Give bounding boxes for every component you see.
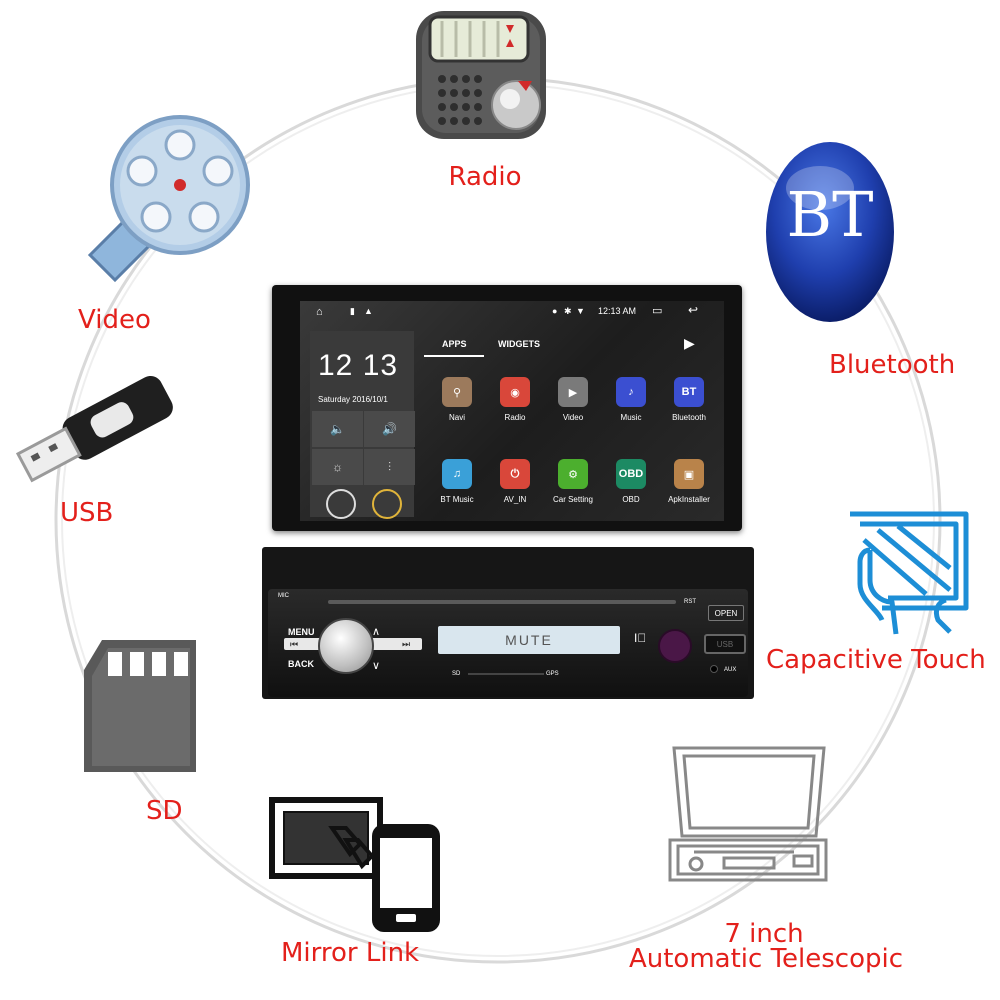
mic-label: MIC [278,593,289,599]
usb-port[interactable]: USB [704,634,746,654]
apps-grid-icon[interactable] [372,489,402,519]
play-store-icon[interactable]: ▶ [684,335,695,351]
back-nav-icon[interactable]: ↩ [688,303,699,317]
down-arrow-icon[interactable]: ∨ [372,660,381,672]
clock: 12 13 [318,349,399,382]
radio-app-icon: ◉ [500,377,530,407]
app-navi[interactable]: ⚲ Navi [436,377,478,422]
film-reel-icon [87,115,250,283]
aux-label: AUX [724,667,737,673]
chassis: MIC RST OPEN MENU BACK ⏮ ⏭ ∧ ∨ MUTE I⃣ U… [262,547,754,699]
touchscreen[interactable]: ⌂ ▮ ▲ ● ✱ ▼ 12:13 AM ▭ ↩ 12 13 Saturday … [300,301,724,521]
rst-label: RST [684,599,696,605]
app-video[interactable]: ▶ Video [552,377,594,422]
front-panel: MIC RST OPEN MENU BACK ⏮ ⏭ ∧ ∨ MUTE I⃣ U… [268,589,748,697]
status-time: 12:13 AM [598,306,637,316]
app-label: AV_IN [503,495,527,504]
usb-label: USB [60,498,114,528]
app-label: ApkInstaller [668,495,710,504]
bluetooth-label: Bluetooth [829,350,956,380]
app-car-setting[interactable]: ⚙ Car Setting [552,459,594,504]
car-mode-icon[interactable] [326,489,356,519]
radio-icon [416,11,546,139]
bt-badge-text: BT [786,178,874,251]
app-bluetooth[interactable]: BT Bluetooth [668,377,710,422]
video-label: Video [78,305,151,335]
brightness-icon[interactable]: ☼ [312,449,363,485]
volume-up-icon[interactable]: 🔊 [364,411,415,447]
ir-receiver [658,629,692,663]
app-apkinstaller[interactable]: ▣ ApkInstaller [668,459,710,504]
back-button[interactable]: BACK [288,659,314,669]
sd-card-icon [84,640,196,772]
screen-bezel: ⌂ ▮ ▲ ● ✱ ▼ 12:13 AM ▭ ↩ 12 13 Saturday … [272,285,742,531]
app-label: Music [620,413,642,422]
av-in-icon: ⏻ [500,459,530,489]
open-button[interactable]: OPEN [708,605,744,621]
signal-icon: ▼ [576,306,585,316]
app-label: Video [562,413,584,422]
video-app-icon: ▶ [558,377,588,407]
volume-down-icon[interactable]: 🔈 [312,411,363,447]
bluetooth-icon [766,142,894,322]
tab-widgets[interactable]: WIDGETS [498,339,540,349]
date: Saturday 2016/10/1 [318,395,388,404]
sd-label: SD [146,796,183,826]
gps-slot[interactable] [508,673,544,675]
apk-installer-icon: ▣ [674,459,704,489]
tab-indicator [424,355,484,357]
app-obd[interactable]: OBD OBD [610,459,652,504]
prev-track-icon[interactable]: ⏮ [290,639,299,649]
app-label: Navi [448,413,465,422]
app-label: OBD [622,495,640,504]
app-radio[interactable]: ◉ Radio [494,377,536,422]
car-head-unit: ⌂ ▮ ▲ ● ✱ ▼ 12:13 AM ▭ ↩ 12 13 Saturday … [262,285,754,703]
mirror-link-icon [269,797,440,932]
bluetooth-app-icon: BT [674,377,704,407]
bluetooth-status-icon: ✱ [564,306,572,316]
bt-music-icon: ♫ [442,459,472,489]
music-icon: ♪ [616,377,646,407]
app-music[interactable]: ♪ Music [610,377,652,422]
touch-screen-icon [850,511,969,635]
sd-status-icon: ▮ [350,306,355,316]
ir-sensor-icon: I⃣ [634,631,647,645]
app-label: Car Setting [552,495,594,504]
sd-slot[interactable] [468,673,508,675]
next-track-icon[interactable]: ⏭ [402,639,411,649]
telescopic-unit-icon [668,746,828,882]
car-setting-icon: ⚙ [558,459,588,489]
disc-slot [328,600,676,604]
app-bt-music[interactable]: ♫ BT Music [436,459,478,504]
volume-knob[interactable] [318,618,374,674]
telescopic-label-line1: 7 inch [724,919,804,949]
usb-stick-icon [15,375,173,483]
navi-icon: ⚲ [442,377,472,407]
lcd-display: MUTE [438,626,620,654]
up-arrow-icon[interactable]: ∧ [372,626,381,638]
home-icon[interactable]: ⌂ [316,306,323,318]
menu-button[interactable]: MENU [288,627,315,637]
radio-label: Radio [448,162,522,192]
app-label: Bluetooth [672,413,706,422]
app-av-in[interactable]: ⏻ AV_IN [494,459,536,504]
mirror-link-label: Mirror Link [281,938,420,968]
equalizer-icon[interactable]: ⫶ [364,449,415,485]
app-label: Radio [504,413,526,422]
gps-slot-label: GPS [546,671,559,677]
location-icon: ● [552,306,558,316]
sd-slot-label: SD [452,671,461,677]
tab-apps[interactable]: APPS [442,339,467,349]
aux-jack[interactable] [710,665,718,673]
status-bar: ⌂ ▮ ▲ ● ✱ ▼ 12:13 AM ▭ ↩ [300,301,724,323]
warning-icon: ▲ [364,306,373,316]
capacitive-touch-label: Capacitive Touch [766,645,986,675]
app-label: BT Music [440,495,474,504]
recent-apps-icon[interactable]: ▭ [652,305,663,317]
telescopic-label-line2: Automatic Telescopic [628,944,904,974]
obd-icon: OBD [616,459,646,489]
